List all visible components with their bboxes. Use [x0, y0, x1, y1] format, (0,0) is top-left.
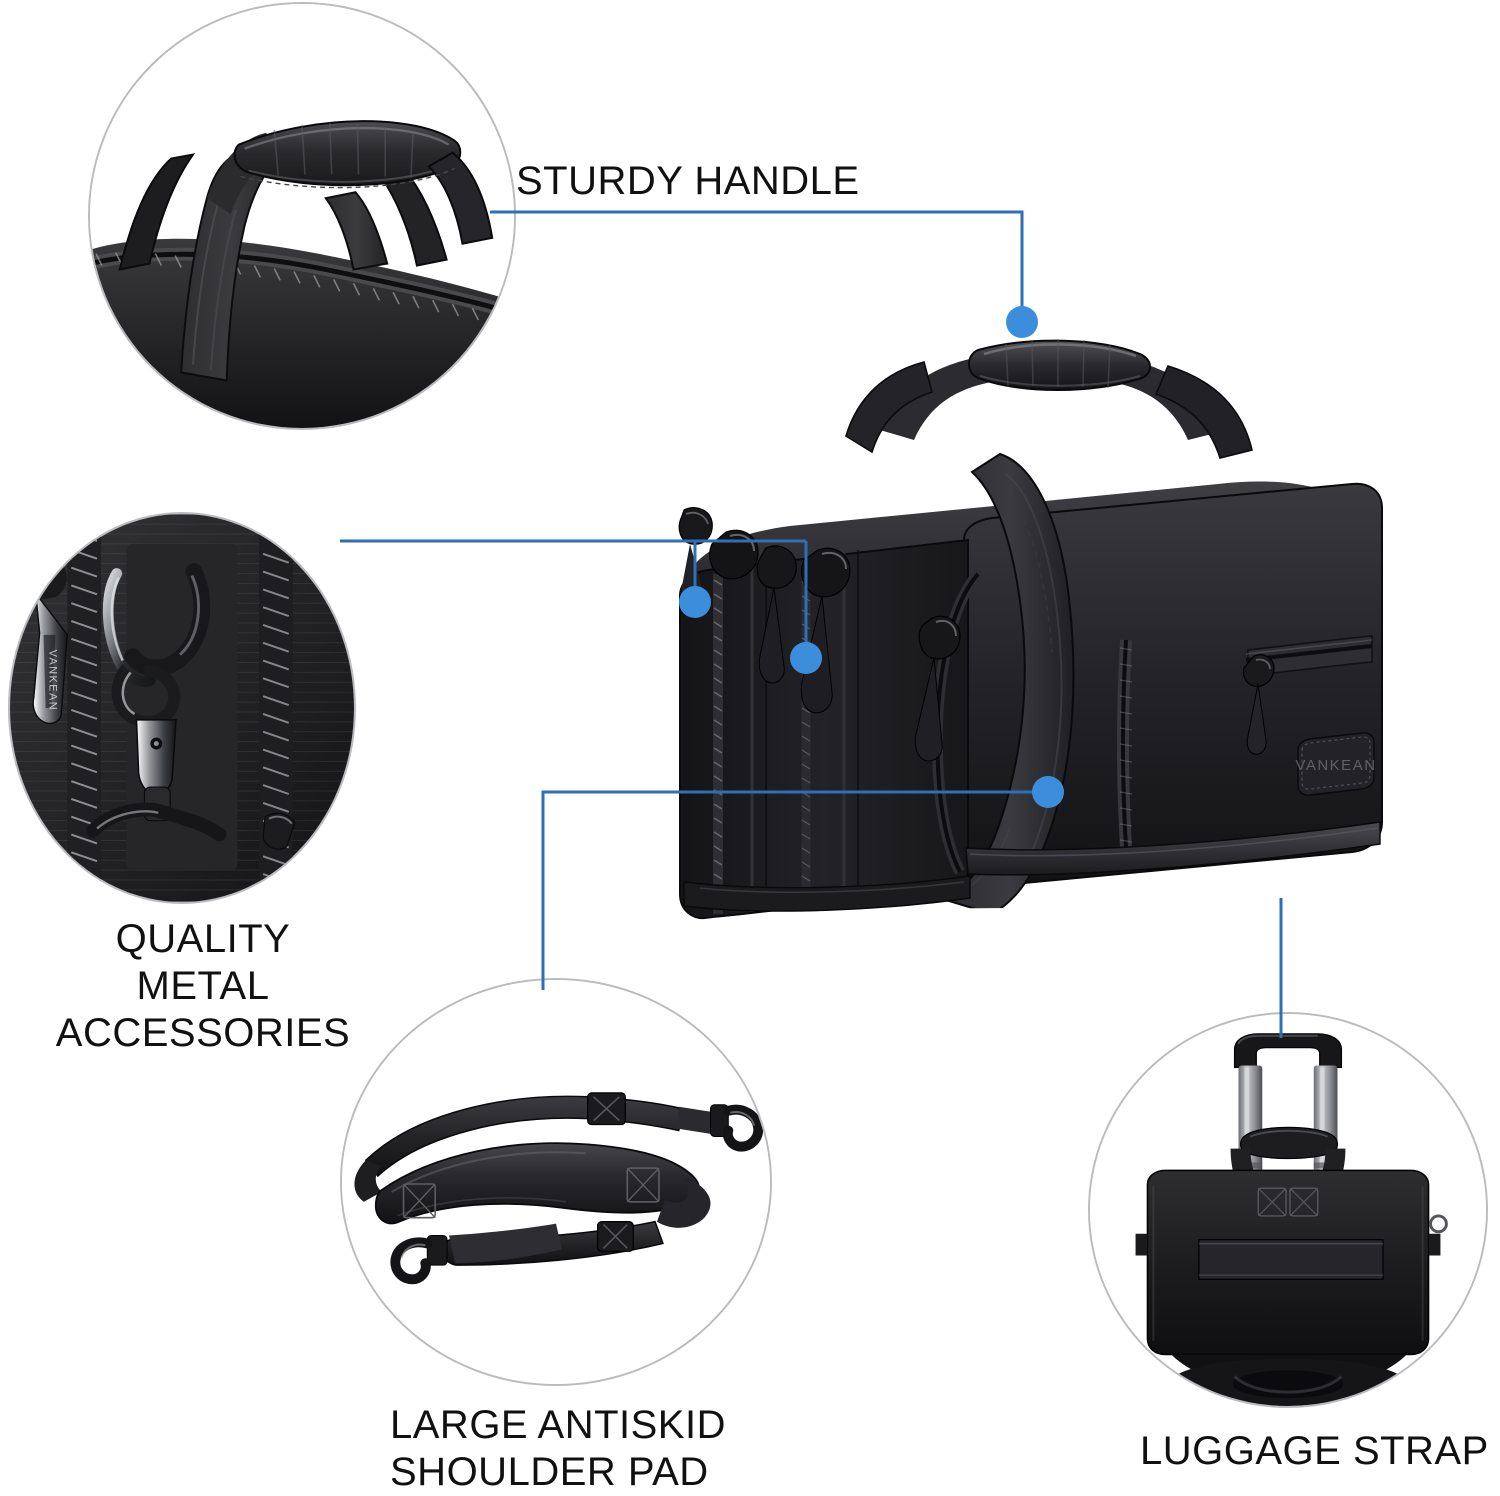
main-product-image-briefcase: VANKEAN: [648, 288, 1412, 968]
callout-circle-sturdy-handle: [88, 2, 516, 430]
callout-label-sturdy-handle: STURDY HANDLE: [516, 159, 860, 203]
brand-label-text: VANKEAN: [1295, 757, 1376, 774]
marker-dot-metal-hook[interactable]: [679, 586, 711, 618]
svg-text:VANKEAN: VANKEAN: [47, 650, 59, 711]
callout-circle-luggage-strap: [1088, 1012, 1488, 1408]
briefcase-illustration: VANKEAN: [648, 288, 1412, 968]
label-line-1: QUALITY METAL: [115, 917, 291, 1009]
callout-label-luggage-strap: LUGGAGE STRAP: [1140, 1429, 1489, 1473]
label-line-2: SHOULDER PAD: [390, 1450, 709, 1495]
metal-hardware-detail-illustration: VANKEAN: [10, 514, 354, 902]
handle-detail-illustration: [90, 4, 514, 428]
luggage-strap-detail-illustration: [1090, 1014, 1486, 1406]
marker-dot-metal-zipper[interactable]: [790, 642, 822, 674]
label-line-1: LARGE ANTISKID: [390, 1403, 726, 1447]
brand-label-patch: VANKEAN: [1295, 732, 1376, 796]
callout-circle-quality-metal-accessories: VANKEAN: [8, 512, 356, 904]
marker-dot-sturdy-handle[interactable]: [1006, 306, 1038, 338]
top-carry-handle: [880, 339, 1220, 440]
strap-clip-right: [709, 1104, 764, 1152]
metal-snap-hook: [86, 563, 227, 842]
zipper-pull-front-right: [1242, 654, 1275, 755]
zipper-pull-front-pocket: [914, 615, 961, 762]
marker-dot-shoulder-pad[interactable]: [1032, 776, 1064, 808]
shoulder-strap-detail-illustration: [342, 980, 770, 1384]
strap-clip-left: [390, 1234, 448, 1285]
callout-circle-large-antiskid-shoulder-pad: [340, 978, 772, 1386]
label-line-2: ACCESSORIES: [55, 1011, 351, 1056]
zipper-pull-cluster-left: [678, 507, 797, 684]
